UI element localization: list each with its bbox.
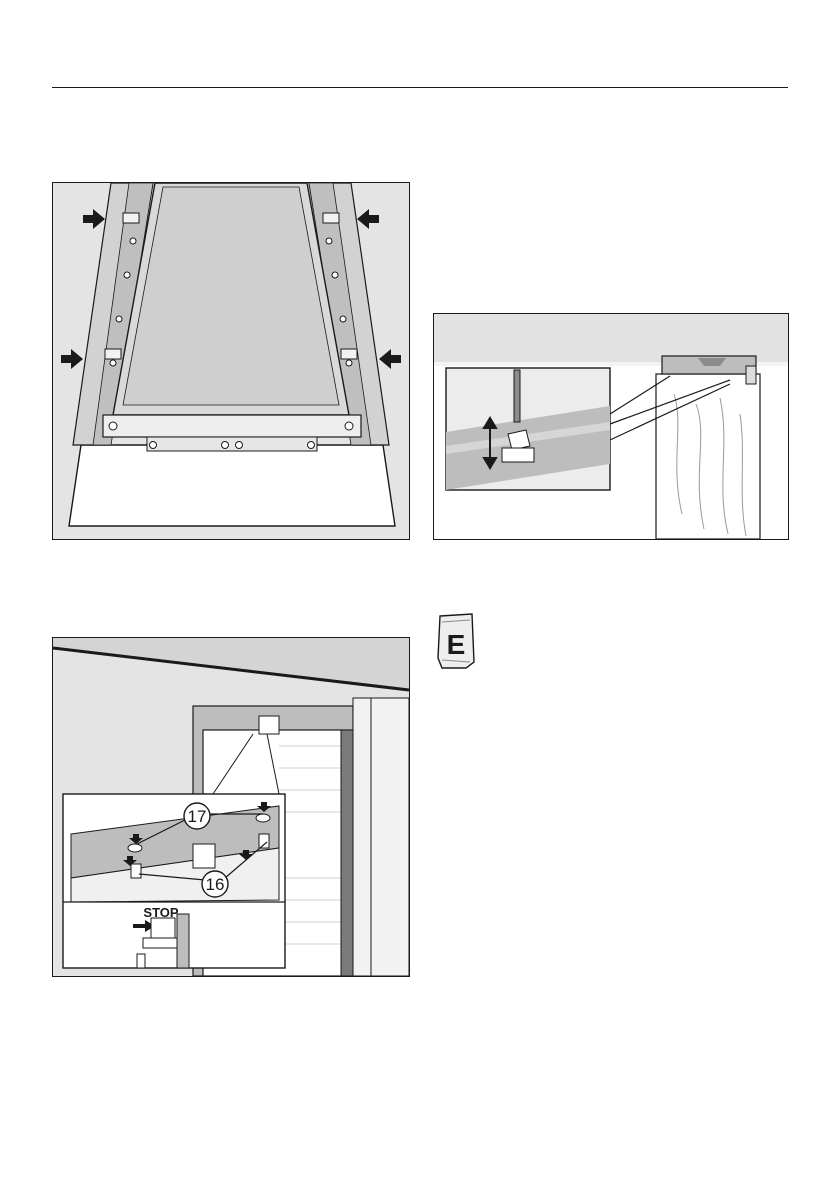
figure-screw-positions: 17 16 STOP bbox=[52, 637, 410, 977]
figure-door-frame bbox=[52, 182, 410, 540]
accessory-bag-icon: E bbox=[436, 612, 476, 670]
callout-16-label: 16 bbox=[206, 875, 225, 894]
header-rule bbox=[52, 87, 788, 88]
height-adjustment-illustration bbox=[434, 314, 788, 539]
screw-positions-illustration: 17 16 STOP bbox=[53, 638, 409, 976]
callout-17-label: 17 bbox=[188, 807, 207, 826]
accessory-bag-letter: E bbox=[447, 629, 466, 660]
figure-height-adjustment bbox=[433, 313, 789, 540]
door-frame-illustration bbox=[53, 183, 409, 539]
